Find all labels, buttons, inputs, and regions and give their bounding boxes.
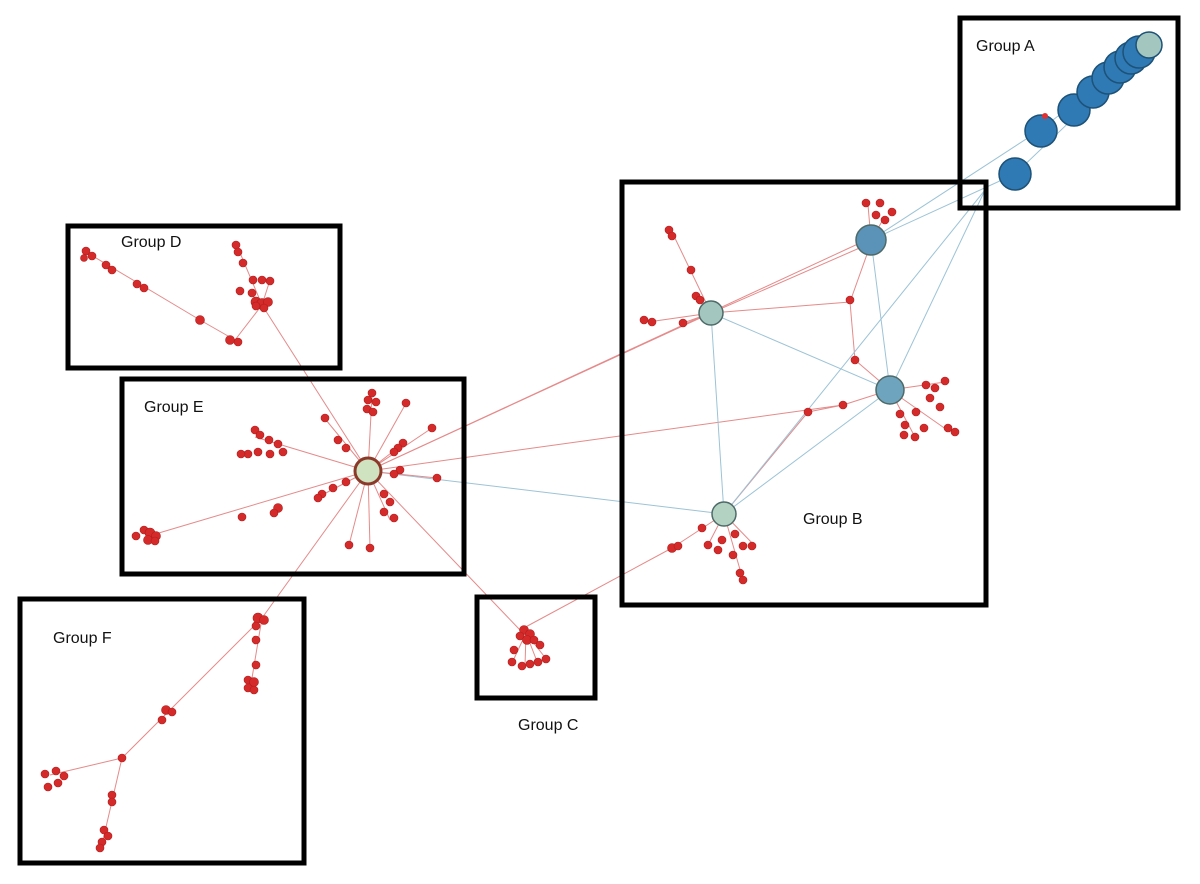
edges-group-b bbox=[647, 204, 951, 581]
leaf-nodes-group-b bbox=[639, 198, 960, 585]
group-b-label: Group B bbox=[803, 511, 863, 528]
group-a-label: Group A bbox=[976, 38, 1035, 55]
hub-node-b-right bbox=[875, 375, 905, 405]
blue-edges bbox=[367, 44, 1151, 515]
hub-nodes bbox=[353, 224, 905, 527]
leaf-nodes-group-e bbox=[131, 388, 442, 553]
hub-node-b-bottom bbox=[711, 501, 737, 527]
hub-node-b-left bbox=[698, 300, 724, 326]
edges-group-f bbox=[49, 617, 263, 841]
hub-node-b-top bbox=[855, 224, 887, 256]
group-d-label: Group D bbox=[121, 234, 182, 251]
leaf-nodes bbox=[40, 198, 960, 853]
group-d-box bbox=[65, 223, 343, 371]
hub-node-group-e bbox=[353, 456, 383, 486]
leaf-nodes-group-d bbox=[80, 240, 275, 347]
group-a-box bbox=[957, 15, 1181, 211]
group-f-label: Group F bbox=[53, 630, 112, 647]
group-e-label: Group E bbox=[144, 399, 204, 416]
group-c-label: Group C bbox=[518, 717, 579, 734]
group-e-box bbox=[119, 376, 467, 577]
group-f-box bbox=[17, 596, 307, 866]
group-c-box bbox=[474, 594, 598, 701]
leaf-nodes-group-f bbox=[40, 612, 269, 853]
leaf-nodes-group-c bbox=[507, 625, 551, 671]
group-a-nodes bbox=[998, 31, 1163, 191]
group-b-box bbox=[619, 179, 989, 608]
group-boxes bbox=[17, 15, 1181, 866]
